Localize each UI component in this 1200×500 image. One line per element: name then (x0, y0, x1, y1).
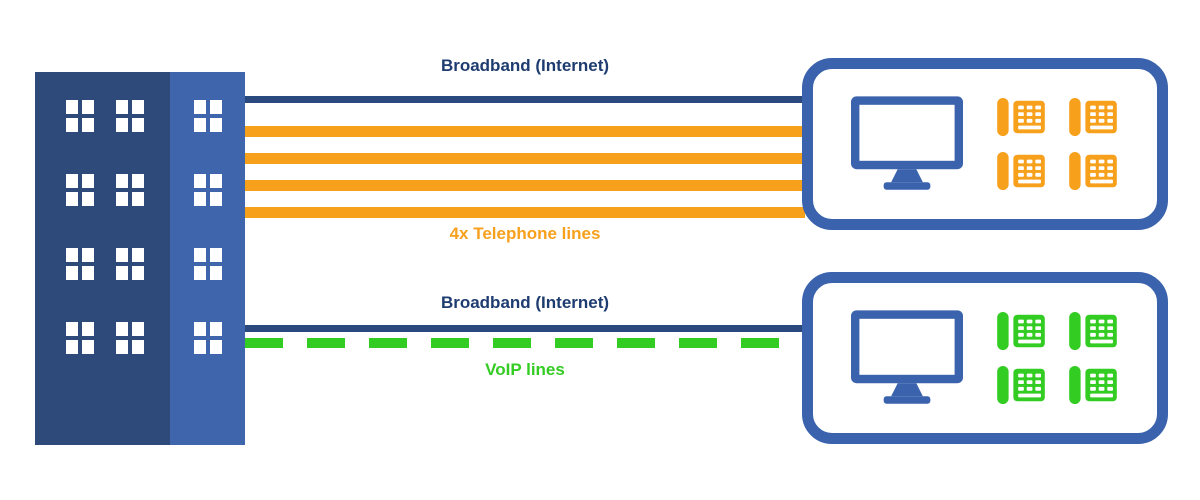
voip-dashed-line (245, 338, 805, 348)
computer-monitor-icon (851, 96, 963, 192)
office-box-voip (802, 272, 1168, 444)
computer-monitor-icon (851, 310, 963, 406)
broadband-line-top (245, 96, 805, 103)
building-window (66, 174, 94, 206)
voip-phone-icon (995, 365, 1047, 405)
office-box-telephone (802, 58, 1168, 230)
building-dark-section (35, 72, 170, 445)
building-window (194, 100, 222, 132)
building-window (116, 100, 144, 132)
office-building (35, 72, 245, 445)
telephone-icon (1067, 151, 1119, 191)
voip-phone-icon (1067, 365, 1119, 405)
building-window (194, 322, 222, 354)
building-window (116, 248, 144, 280)
building-window (116, 174, 144, 206)
telephone-icon (995, 97, 1047, 137)
telephone-icon (1067, 97, 1119, 137)
voip-phone-grid (995, 311, 1119, 405)
building-window (116, 322, 144, 354)
building-window (194, 248, 222, 280)
broadband-line-bottom (245, 325, 805, 332)
telephone-line-1 (245, 126, 805, 137)
telephone-line-4 (245, 207, 805, 218)
building-window (194, 174, 222, 206)
telephone-icon (995, 151, 1047, 191)
label-voip-lines: VoIP lines (485, 360, 565, 379)
building-light-section (170, 72, 245, 445)
voip-phone-icon (1067, 311, 1119, 351)
label-broadband-top: Broadband (Internet) (440, 56, 610, 75)
label-telephone-lines: 4x Telephone lines (449, 224, 601, 243)
building-window (66, 248, 94, 280)
telephone-phone-grid (995, 97, 1119, 191)
telephone-line-3 (245, 180, 805, 191)
voip-phone-icon (995, 311, 1047, 351)
label-broadband-bottom: Broadband (Internet) (440, 293, 610, 312)
building-window (66, 100, 94, 132)
telephone-line-2 (245, 153, 805, 164)
building-window (66, 322, 94, 354)
